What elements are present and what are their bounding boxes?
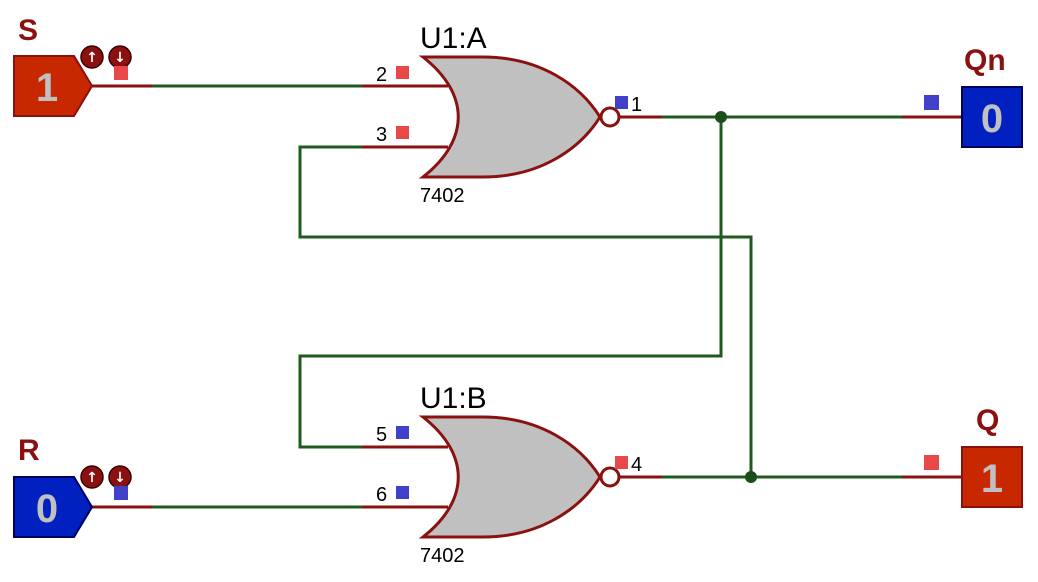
gate-u1b[interactable]: U1:B 5 6 4 7402 (362, 382, 662, 567)
arrow-up-glyph: ↑ (86, 470, 98, 486)
input-s-label: S (18, 14, 38, 47)
gate-u1b-output-bubble (599, 466, 621, 488)
gate-u1a-pin-out-marker (615, 96, 628, 109)
input-s-state-marker (114, 66, 128, 80)
arrow-down-glyph: ↓ (114, 50, 126, 66)
wires (152, 84, 902, 509)
input-r-label: R (18, 434, 40, 467)
gate-u1b-pin-in2-number: 6 (376, 484, 387, 506)
gate-u1a-pin-out-number: 1 (631, 94, 642, 116)
output-qn-label: Qn (964, 44, 1006, 77)
gate-u1a-pin-in1-number: 2 (376, 64, 387, 86)
gate-u1b-pin-in1-marker (396, 426, 409, 439)
gate-u1a-pin-in2-marker (396, 126, 409, 139)
output-qn-state-marker (924, 95, 939, 110)
gate-u1b-pin-in1-number: 5 (376, 424, 387, 446)
arrow-up-glyph: ↑ (86, 50, 98, 66)
junction-q (745, 471, 757, 483)
output-qn-terminal[interactable] (961, 86, 1023, 148)
gate-u1b-name: U1:B (420, 382, 487, 415)
input-r-down-button[interactable]: ↓ (108, 465, 132, 489)
gate-u1a-name: U1:A (420, 22, 487, 55)
gate-u1a-output-bubble (599, 106, 621, 128)
gate-u1a[interactable]: U1:A 2 3 1 7402 (362, 22, 662, 207)
output-q-terminal[interactable] (961, 446, 1023, 508)
gate-u1b-body (418, 415, 602, 539)
input-s-state: 1 (36, 66, 58, 110)
arrow-up-icon (80, 465, 104, 489)
input-r-terminal[interactable] (13, 476, 94, 538)
gate-u1a-part: 7402 (420, 185, 465, 207)
input-r-up-button[interactable]: ↑ (80, 465, 104, 489)
output-q-state: 1 (981, 457, 1003, 501)
gate-u1a-body (418, 55, 602, 179)
input-s-up-button[interactable]: ↑ (80, 45, 104, 69)
arrow-down-glyph: ↓ (114, 470, 126, 486)
input-r-state: 0 (36, 487, 58, 531)
output-q-state-marker (924, 455, 939, 470)
gate-u1a-pin-in2-number: 3 (376, 124, 387, 146)
input-r-state-marker (114, 486, 128, 500)
output-q[interactable]: Q 1 (902, 404, 1023, 508)
wire-q-feedback-to-gate-a-in2 (298, 145, 753, 477)
input-s-terminal[interactable] (13, 55, 94, 117)
input-r[interactable]: R ↑ ↓ 0 (13, 434, 152, 538)
wire-qn-feedback-to-gate-b-in1 (298, 117, 723, 449)
input-s[interactable]: S ↑ ↓ 1 (13, 14, 152, 117)
output-q-label: Q (976, 404, 999, 437)
output-qn[interactable]: Qn 0 (902, 44, 1023, 148)
arrow-up-icon (80, 45, 104, 69)
gate-u1b-pin-out-marker (615, 456, 628, 469)
gate-u1b-part: 7402 (420, 545, 465, 567)
gate-u1a-pin-in1-marker (396, 66, 409, 79)
gate-u1b-pin-in2-marker (396, 486, 409, 499)
gate-u1b-pin-out-number: 4 (631, 454, 642, 476)
output-qn-state: 0 (981, 97, 1003, 141)
input-s-down-button[interactable]: ↓ (108, 45, 132, 69)
junction-qn (715, 111, 727, 123)
